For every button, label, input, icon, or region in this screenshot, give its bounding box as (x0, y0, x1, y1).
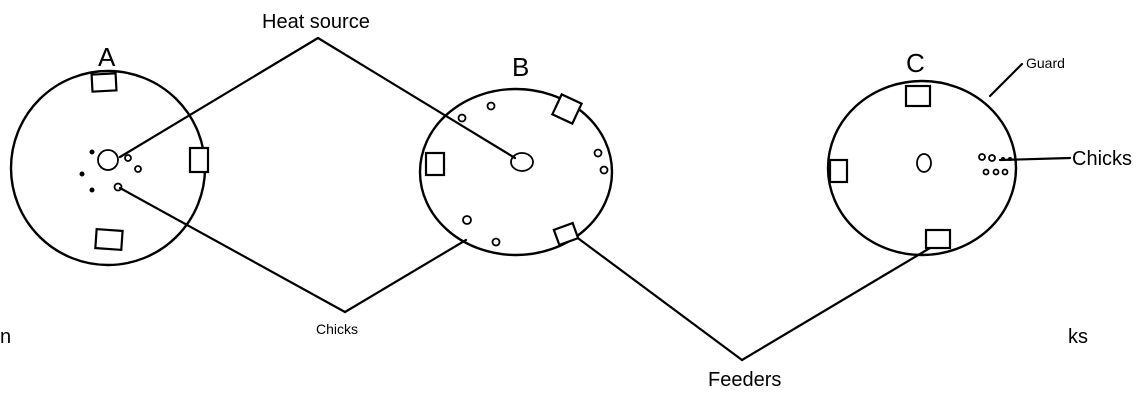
feeders-label: Feeders (708, 369, 781, 391)
feeders-line-c (740, 246, 932, 362)
chick (486, 101, 496, 111)
brooder-c: C Guard Chicks (826, 48, 1132, 257)
brooder-a-feeder-right (188, 146, 210, 174)
chick (992, 168, 1000, 176)
guard-line (988, 62, 1024, 98)
chick (134, 165, 142, 173)
chick (593, 148, 603, 158)
chick (124, 154, 132, 162)
chick (491, 237, 501, 247)
brooder-b-feeder-left (424, 151, 446, 177)
brooder-a-label: A (98, 42, 116, 72)
brooder-c-feeder-bottom (924, 228, 952, 250)
chick (1001, 168, 1009, 176)
chick (988, 154, 996, 162)
heat-source-line-b (316, 36, 517, 160)
chick (1001, 157, 1005, 161)
chicks-line-b (343, 238, 468, 314)
chick (89, 149, 95, 155)
brooder-a-feeder-top (90, 72, 118, 93)
chicks-label-right: Chicks (1072, 148, 1132, 170)
chicks-label-bottom: Chicks (316, 321, 358, 337)
chick (982, 168, 990, 176)
brooder-a-feeder-bottom (94, 227, 124, 252)
chick (1008, 157, 1012, 161)
brooder-c-feeder-top (904, 84, 932, 108)
brooder-b-feeder-bottom (552, 221, 580, 247)
brooder-c-heat-source (916, 153, 932, 173)
brooder-b-guard-ring (418, 87, 614, 257)
chick (978, 153, 986, 161)
brooder-c-guard-ring (826, 79, 1018, 257)
brooder-b-label: B (512, 52, 529, 82)
chick (89, 187, 95, 193)
feeders-line-b (573, 234, 744, 362)
edge-text-left: n (0, 326, 11, 348)
chick (599, 165, 609, 175)
brooder-b: B (418, 52, 614, 257)
brooder-c-label: C (906, 48, 925, 78)
brooder-a-heat-source (97, 149, 119, 171)
chick (79, 171, 85, 177)
chick (113, 182, 123, 192)
chicks-line-a (118, 186, 347, 314)
chick (457, 113, 467, 123)
edge-text-right: ks (1068, 326, 1088, 348)
brooder-b-heat-source (510, 152, 534, 172)
chick (462, 215, 472, 225)
heat-source-label: Heat source (262, 11, 370, 33)
brooder-b-feeder-top-right (550, 92, 584, 126)
guard-label: Guard (1026, 55, 1065, 71)
brooder-a: A (9, 42, 210, 267)
heat-source-line-a (118, 36, 320, 159)
brooder-c-feeder-left (828, 158, 849, 184)
